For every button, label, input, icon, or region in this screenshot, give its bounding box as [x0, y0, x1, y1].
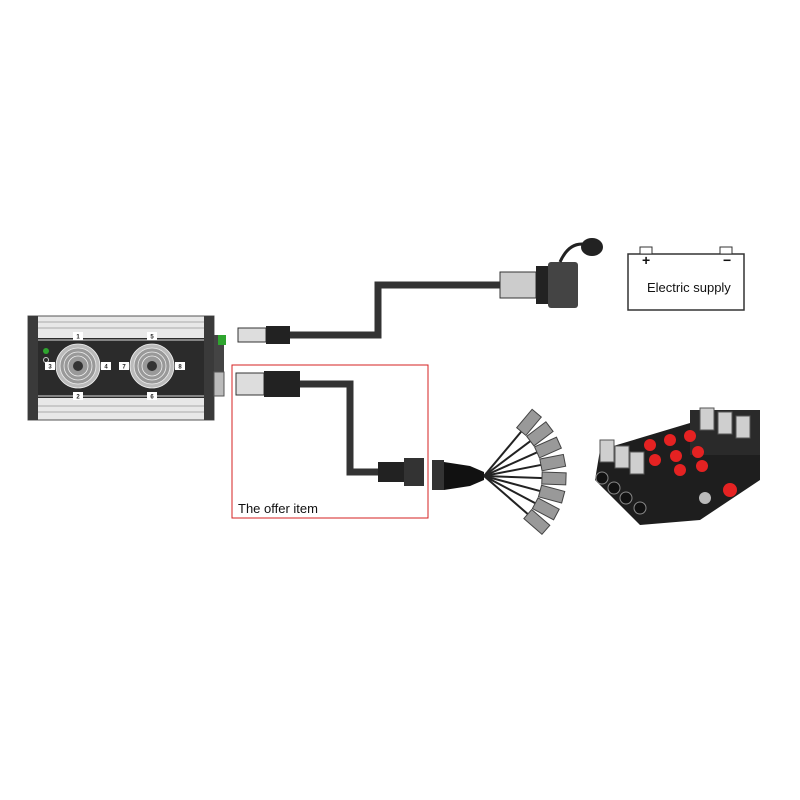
solenoid-plug: [533, 436, 563, 459]
battery-icon: [627, 246, 745, 311]
joystick-right[interactable]: 5 6 7 8: [119, 332, 185, 401]
direction-up-icon: 5: [147, 332, 157, 341]
port-cap: [696, 460, 708, 472]
direction-down-icon: 2: [73, 392, 83, 401]
direction-down-icon: 6: [147, 392, 157, 401]
solenoid-plug: [526, 421, 554, 447]
battery-minus-label: −: [723, 252, 732, 268]
battery-plus-label: +: [642, 252, 651, 268]
offer-item-frame: [231, 364, 429, 519]
solenoid-plug: [531, 497, 560, 521]
port-cap: [670, 450, 682, 462]
port-cap: [684, 430, 696, 442]
solenoid-plug: [539, 453, 567, 472]
solenoid-plug: [537, 484, 566, 504]
hydraulic-valve: [595, 407, 760, 525]
joystick-left[interactable]: 1 2 3 4: [45, 332, 111, 401]
direction-number: 7: [122, 365, 126, 371]
power-led: [43, 348, 49, 354]
port-cap: [692, 446, 704, 458]
power-cable: [237, 238, 603, 344]
direction-number: 2: [76, 395, 80, 401]
solenoid-plug: [541, 471, 567, 486]
port-cap: [649, 454, 661, 466]
direction-number: 6: [150, 395, 154, 401]
direction-number: 8: [178, 365, 182, 371]
battery-label: Electric supply: [647, 280, 731, 295]
solenoid-plug: [523, 508, 551, 536]
direction-left-icon: 7: [119, 362, 129, 371]
solenoid-plug: [515, 408, 543, 437]
direction-number: 3: [48, 365, 52, 371]
direction-number: 1: [76, 335, 80, 341]
direction-left-icon: 3: [45, 362, 55, 371]
offer-cable: [235, 371, 424, 486]
port-cap: [674, 464, 686, 476]
offer-item-label: The offer item: [238, 501, 318, 516]
direction-up-icon: 1: [73, 332, 83, 341]
port-cap: [664, 434, 676, 446]
direction-right-icon: 4: [101, 362, 111, 371]
direction-number: 4: [104, 365, 108, 371]
direction-right-icon: 8: [175, 362, 185, 371]
direction-number: 5: [150, 335, 154, 341]
breakout-harness: [432, 408, 567, 536]
port-cap: [644, 439, 656, 451]
